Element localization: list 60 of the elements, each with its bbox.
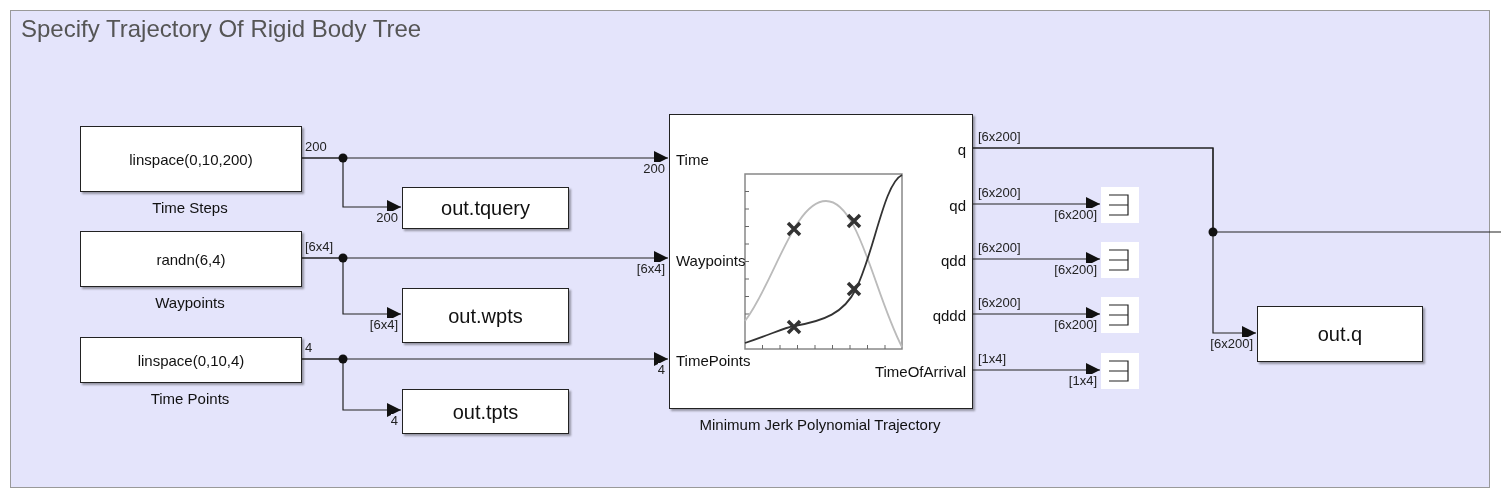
signal-dimension: [6x200] (978, 186, 1021, 200)
signal-dimension: 200 (643, 162, 665, 176)
signal-line (971, 252, 1101, 266)
block (402, 389, 569, 434)
block (80, 231, 302, 287)
block-label: out.tpts (451, 400, 520, 423)
signal-line (971, 363, 1101, 377)
port-label: qdd (940, 252, 966, 270)
terminator-block (1101, 242, 1139, 278)
signal-line (300, 358, 402, 417)
signal-line (300, 257, 402, 321)
signal-dimension: [6x200] (978, 130, 1021, 144)
signal-dimension: [6x200] (1054, 263, 1097, 277)
block-label: linspace(0,10,4) (136, 351, 246, 369)
signal-dimension: 200 (305, 140, 327, 154)
signal-line (971, 197, 1101, 211)
signal-dimension: [1x4] (1068, 374, 1097, 388)
block-label: linspace(0,10,200) (128, 150, 254, 168)
port-label: TimePoints (676, 352, 751, 370)
block-label: out.wpts (447, 304, 524, 327)
signal-dimension: [6x4] (369, 318, 398, 332)
block (80, 337, 302, 383)
port-label: qddd (932, 307, 966, 325)
port-label: TimeOfArrival (874, 363, 966, 381)
port-label: q (957, 141, 966, 159)
signal-line (300, 157, 402, 214)
port-label: Waypoints (676, 252, 746, 270)
signal-dimension: [6x200] (1054, 318, 1097, 332)
signal-line (971, 307, 1101, 321)
signal-dimension: [6x4] (636, 262, 665, 276)
port-label: qd (949, 197, 966, 215)
block (402, 187, 569, 229)
signal-dimension: [6x200] (978, 241, 1021, 255)
port-label: Time (676, 151, 709, 169)
signal-dimension: 4 (390, 414, 398, 428)
block-caption: Time Steps (151, 199, 229, 216)
block-caption: Waypoints (154, 294, 226, 311)
block-caption: Time Points (149, 390, 231, 407)
subsystem-area (10, 10, 1490, 488)
signal-line (971, 147, 1501, 233)
block (80, 126, 302, 192)
block-label: out.tquery (440, 196, 531, 220)
terminator-block (1101, 187, 1139, 223)
block-label: randn(6,4) (155, 250, 227, 268)
signal-dimension: 4 (657, 363, 665, 377)
trajectory-block (669, 114, 973, 409)
signal-dimension: [6x200] (1210, 337, 1253, 351)
terminator-block (1101, 297, 1139, 333)
signal-dimension: [6x4] (305, 240, 334, 254)
block (1257, 306, 1423, 362)
signal-dimension: [6x200] (1054, 208, 1097, 222)
block-label: out.q (1316, 322, 1364, 346)
signal-dimension: 4 (305, 341, 313, 355)
terminator-block (1101, 353, 1139, 389)
subsystem-title: Specify Trajectory Of Rigid Body Tree (21, 15, 422, 43)
signal-dimension: [1x4] (978, 352, 1007, 366)
block-caption: Minimum Jerk Polynomial Trajectory (698, 416, 942, 433)
signal-dimension: 200 (376, 211, 398, 225)
signal-dimension: [6x200] (978, 296, 1021, 310)
block (402, 288, 569, 343)
